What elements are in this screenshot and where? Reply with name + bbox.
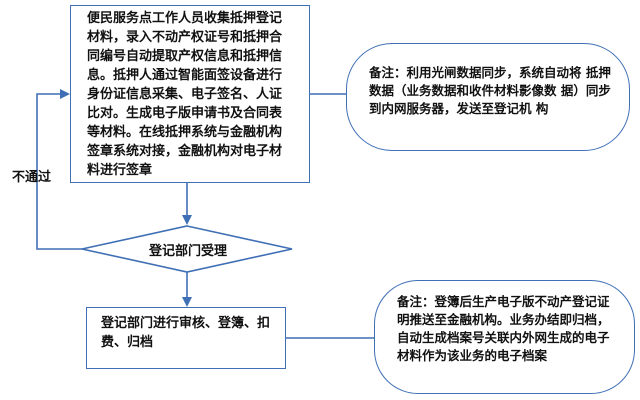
- step-collect-line: 材料，录入不动产权证号和抵押合: [87, 30, 283, 45]
- step-collect-line: 身份证信息采集、电子签名、人证: [87, 87, 283, 102]
- step-review-line: 费、归档: [101, 335, 154, 350]
- arrow-reject-loop: [36, 89, 82, 250]
- step-collect-line: 便民服务点工作人员收集抵押登记: [87, 11, 283, 26]
- step-collect-line: 签章系统对接，金融机构对电子材: [87, 144, 283, 159]
- step-collect-line: 等材料。在线抵押系统与金融机构: [87, 125, 283, 140]
- step-collect-line: 息。抵押人通过智能面签设备进行: [87, 68, 283, 83]
- step-review-archive: 登记部门进行审核、登簿、扣 费、归档: [86, 307, 286, 369]
- reject-label: 不通过: [12, 170, 52, 185]
- note-push-line: 明推送至金融机构。业务办结即归档，: [397, 312, 610, 327]
- step-review-line: 登记部门进行审核、登簿、扣: [101, 316, 271, 331]
- step-collect-line: 比对。生成电子版申请书及合同表: [87, 106, 283, 121]
- step-collect-line: 料进行签章: [87, 163, 153, 178]
- note-sync-line: 备注：利用光闸数据同步，系统自动将: [369, 65, 582, 80]
- note-certificate-push: 备注：登簿后生产电子版不动产登记证 明推送至金融机构。业务办结即归档， 自动生成…: [374, 280, 635, 394]
- note-sync-line: 抵押数据（业务数据和收件材料影像数: [369, 65, 611, 98]
- note-push-line: 自动生成档案号关联内外网生成的电子: [397, 330, 610, 345]
- note-push-line: 备注：登簿后生产电子版不动产登记证: [397, 294, 610, 309]
- step-collect-line: 同编号自动提取产权信息和抵押信: [87, 49, 283, 64]
- note-sync-line: 构: [535, 101, 549, 116]
- note-data-sync: 备注：利用光闸数据同步，系统自动将 抵押数据（业务数据和收件材料影像数 据）同步…: [346, 43, 630, 151]
- note-sync-line: 据）同步到内网服务器，发送至登记机: [369, 83, 611, 116]
- decision-label: 登记部门受理: [148, 244, 227, 259]
- note-push-line: 材料作为该业务的电子档案: [397, 348, 548, 363]
- step-collect-materials: 便民服务点工作人员收集抵押登记 材料，录入不动产权证号和抵押合 同编号自动提取产…: [70, 5, 310, 183]
